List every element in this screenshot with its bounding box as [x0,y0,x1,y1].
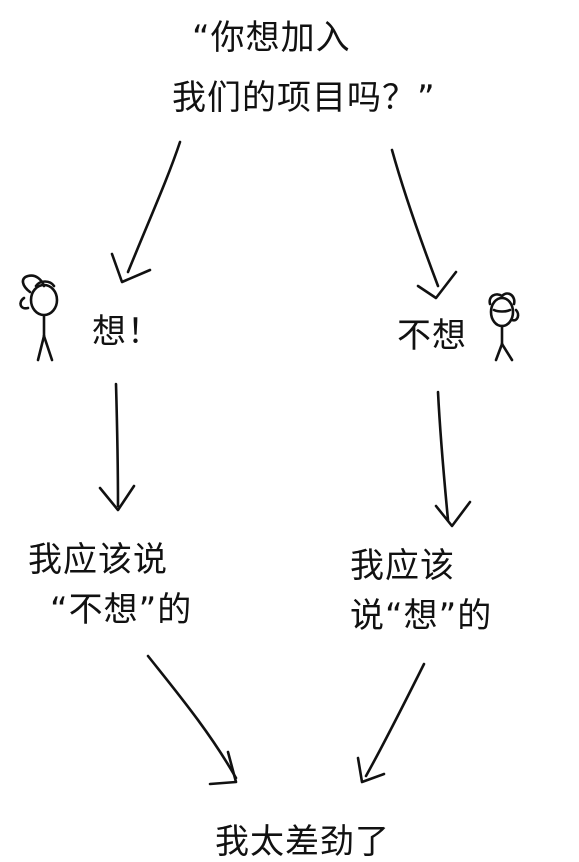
stick-figure-girl-icon [19,274,59,362]
arrow-question-to-left-answer [110,140,182,284]
arrow-left-thought-to-conclusion [146,654,238,786]
question-line-2: 我们的项目吗？” [172,78,436,118]
stick-figure-girl-icon [488,292,520,362]
right-answer: 不想 [397,316,467,356]
arrow-right-answer-to-thought [434,390,472,528]
left-thought-line-1: 我应该说 [28,540,168,580]
right-thought-line-1: 我应该 [350,546,455,586]
arrow-question-to-right-answer [390,148,458,300]
question-line-1: “你想加入 [192,18,351,58]
left-answer: 想！ [92,312,162,352]
arrow-right-thought-to-conclusion [356,662,426,784]
arrow-left-answer-to-thought [98,382,136,512]
left-thought-line-2: “不想”的 [50,590,193,630]
conclusion: 我太差劲了 [215,822,390,862]
right-thought-line-2: 说“想”的 [350,596,493,636]
